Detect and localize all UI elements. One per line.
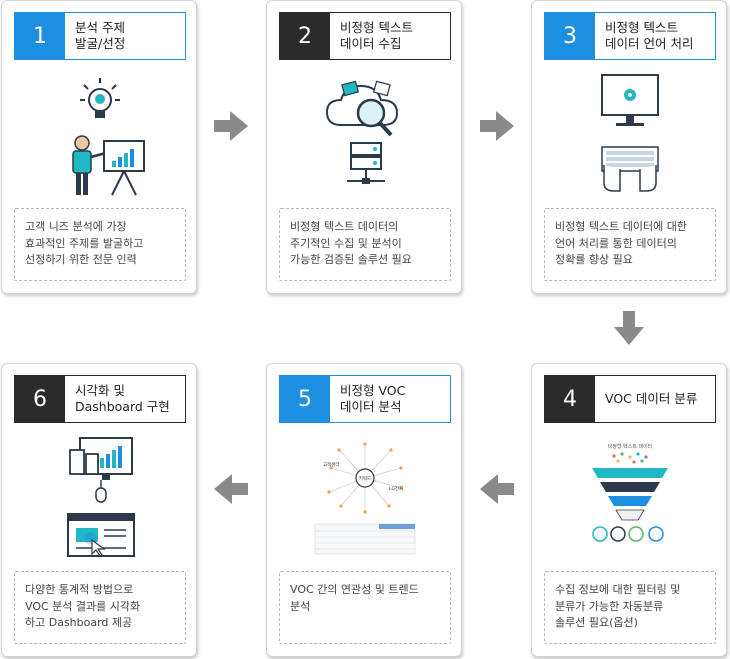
- devices-icon: [69, 437, 133, 480]
- magnifier-icon: [356, 98, 393, 137]
- arrow-right-icon: [480, 111, 514, 141]
- step-card-5: 5 비정형 VOC 데이터 분석 키워드 고객센터 LG전자: [266, 363, 462, 657]
- step-description: 비정형 텍스트 데이터의 주기적인 수집 및 분석이 가능한 검증된 솔루션 필…: [279, 208, 451, 281]
- dashboard-illustration: [67, 437, 135, 557]
- data-table-icon: [314, 523, 416, 555]
- step-description: 비정형 텍스트 데이터에 대한 언어 처리를 통한 데이터의 정확률 향상 필요: [544, 208, 716, 281]
- step-title: 분석 주제 발굴/선정: [75, 20, 126, 51]
- step-card-6: 6 시각화 및 Dashboard 구현: [1, 363, 197, 657]
- mouse-icon: [95, 480, 107, 503]
- data-collection-illustration: [325, 80, 399, 184]
- step-number: 6: [15, 376, 65, 422]
- arrow-left-icon: [214, 474, 248, 504]
- chart-board-icon: [103, 140, 145, 196]
- classification-funnel-illustration: 비정형 텍스트 데이터: [592, 443, 668, 542]
- presenter-icon: [72, 135, 107, 195]
- category-icons: [592, 526, 664, 542]
- step-title: 비정형 텍스트 데이터 수집: [340, 20, 413, 51]
- step-header: 4 VOC 데이터 분류: [544, 375, 716, 423]
- arrow-left-icon: [480, 474, 514, 504]
- analyst-illustration: [72, 78, 145, 196]
- step-title: 비정형 텍스트 데이터 언어 처리: [605, 20, 694, 51]
- monitor-icon: [601, 74, 659, 126]
- step-header: 1 분석 주제 발굴/선정: [14, 12, 186, 60]
- step-number: 5: [280, 376, 330, 422]
- funnel-top-label: 비정형 텍스트 데이터: [608, 443, 653, 450]
- dots-icon: [612, 452, 648, 464]
- step-number: 1: [15, 13, 65, 59]
- step-card-1: 1 분석 주제 발굴/선정 고: [1, 0, 197, 294]
- pointer-icon: [84, 532, 106, 557]
- step-header: 3 비정형 텍스트 데이터 언어 처리: [544, 12, 716, 60]
- network-center-node: [355, 468, 375, 488]
- network-node-label: LG전자: [389, 485, 404, 492]
- funnel-icon: [592, 468, 668, 521]
- svg-text:키워드: 키워드: [359, 475, 371, 482]
- arrow-right-icon: [214, 111, 248, 141]
- step-header: 6 시각화 및 Dashboard 구현: [14, 375, 186, 423]
- lightbulb-icon: [80, 78, 120, 118]
- step-header: 5 비정형 VOC 데이터 분석: [279, 375, 451, 423]
- step-title: VOC 데이터 분류: [605, 391, 698, 406]
- network-node-label: 고객센터: [323, 461, 340, 468]
- step-header: 2 비정형 텍스트 데이터 수집: [279, 12, 451, 60]
- step-card-3: 3 비정형 텍스트 데이터 언어 처리 비정형 텍스트 데이터에 대한 언어 처…: [531, 0, 727, 294]
- step-description: 다양한 통계적 방법으로 VOC 분석 결과를 시각화 하고 Dashboard…: [14, 571, 186, 644]
- step-description: VOC 간의 연관성 및 트렌드 분석: [279, 571, 451, 644]
- hands-icon: [603, 165, 657, 192]
- step-title: 비정형 VOC 데이터 분석: [340, 383, 406, 414]
- keyword-network-illustration: 키워드 고객센터 LG전자: [314, 442, 416, 555]
- arrow-down-icon: [614, 311, 644, 345]
- step-title: 시각화 및 Dashboard 구현: [75, 383, 170, 414]
- network-nodes: [327, 442, 403, 514]
- step-number: 2: [280, 13, 330, 59]
- step-card-4: 4 VOC 데이터 분류 비정형 텍스트 데이터 수집 정보에 대한 필터링: [531, 363, 727, 657]
- step-number: 3: [545, 13, 595, 59]
- keyboard-icon: [601, 146, 659, 172]
- language-processing-illustration: [601, 74, 659, 192]
- step-description: 고객 니즈 분석에 가장 효과적인 주제를 발굴하고 선정하기 위한 전문 인력: [14, 208, 186, 281]
- step-card-2: 2 비정형 텍스트 데이터 수집 비정형 텍스트 데이터의 주기적인 수집 및 …: [266, 0, 462, 294]
- browser-window-icon: [67, 513, 135, 557]
- step-description: 수집 정보에 대한 필터링 및 분류가 가능한 자동분류 솔루션 필요(옵션): [544, 571, 716, 644]
- step-number: 4: [545, 376, 595, 422]
- server-icon: [347, 142, 385, 184]
